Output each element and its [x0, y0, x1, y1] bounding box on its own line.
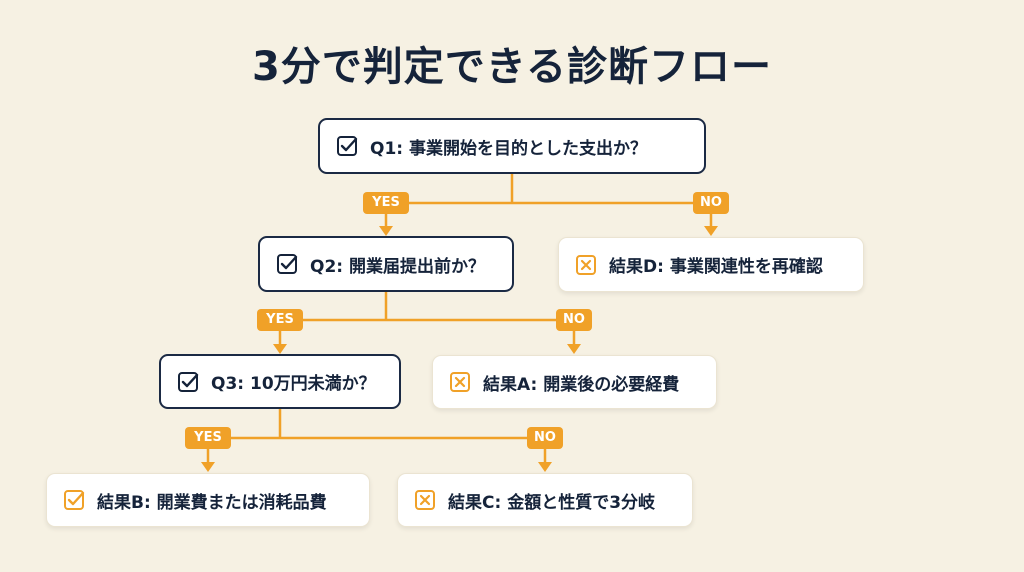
checkbox-cross-icon — [414, 489, 436, 511]
checkbox-check-icon — [63, 489, 85, 511]
no-label: NO — [527, 427, 563, 449]
question-node-q2: Q2: 開業届提出前か？ — [258, 236, 514, 292]
checkbox-check-icon — [177, 371, 199, 393]
checkbox-cross-icon — [449, 371, 471, 393]
yes-label: YES — [363, 192, 409, 214]
node-label: 結果A: 開業後の必要経費 — [483, 374, 680, 395]
arrowhead — [538, 462, 552, 472]
node-label: 結果D: 事業関連性を再確認 — [609, 257, 823, 277]
arrowhead — [273, 344, 287, 354]
question-node-q3: Q3: 10万円未満か？ — [159, 354, 401, 409]
result-node-b: 結果B: 開業費または消耗品費 — [46, 473, 370, 527]
yes-label: YES — [257, 309, 303, 331]
yes-label: YES — [185, 427, 231, 449]
arrowhead — [201, 462, 215, 472]
checkbox-check-icon — [276, 253, 298, 275]
arrowhead — [567, 344, 581, 354]
result-node-a: 結果A: 開業後の必要経費 — [432, 355, 717, 409]
no-label: NO — [693, 192, 729, 214]
checkbox-check-icon — [336, 135, 358, 157]
question-node-q1: Q1: 事業開始を目的とした支出か？ — [318, 118, 706, 174]
node-label: 結果C: 金額と性質で3分岐 — [448, 492, 656, 513]
result-node-c: 結果C: 金額と性質で3分岐 — [397, 473, 693, 527]
checkbox-cross-icon — [575, 254, 597, 276]
node-label: Q3: 10万円未満か？ — [211, 374, 376, 394]
node-label: Q2: 開業届提出前か？ — [310, 256, 485, 277]
arrowhead — [704, 226, 718, 236]
node-label: Q1: 事業開始を目的とした支出か？ — [370, 138, 647, 159]
result-node-d: 結果D: 事業関連性を再確認 — [558, 237, 864, 292]
no-label: NO — [556, 309, 592, 331]
page-title: 3分で判定できる診断フロー — [251, 44, 773, 90]
node-label: 結果B: 開業費または消耗品費 — [97, 492, 327, 513]
arrowhead — [379, 226, 393, 236]
